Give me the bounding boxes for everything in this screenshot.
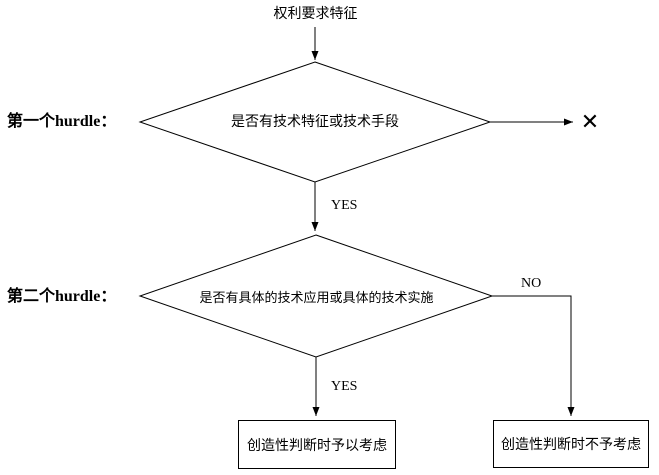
- arrow-second-decision-no-branch: [492, 295, 575, 416]
- first-decision-question: 是否有技术特征或技术手段: [231, 115, 399, 130]
- outcome-box-not-considered: 创造性判断时不予考虑: [493, 420, 649, 468]
- first-yes-branch-label: YES: [331, 198, 358, 213]
- start-node-label: 权利要求特征: [273, 7, 358, 22]
- second-decision-question: 是否有具体的技术应用或具体的技术实施: [199, 290, 434, 305]
- outcome-box-considered: 创造性判断时予以考虑: [238, 420, 396, 469]
- reject-x-mark: ✕: [580, 109, 600, 134]
- second-hurdle-label: 第二个hurdle：: [7, 288, 117, 305]
- outcome-not-considered-label: 创造性判断时不予考虑: [501, 438, 641, 453]
- second-no-branch-label: NO: [521, 276, 542, 291]
- first-hurdle-label: 第一个hurdle：: [7, 113, 117, 130]
- outcome-considered-label: 创造性判断时予以考虑: [247, 438, 387, 454]
- second-yes-branch-label: YES: [331, 379, 358, 394]
